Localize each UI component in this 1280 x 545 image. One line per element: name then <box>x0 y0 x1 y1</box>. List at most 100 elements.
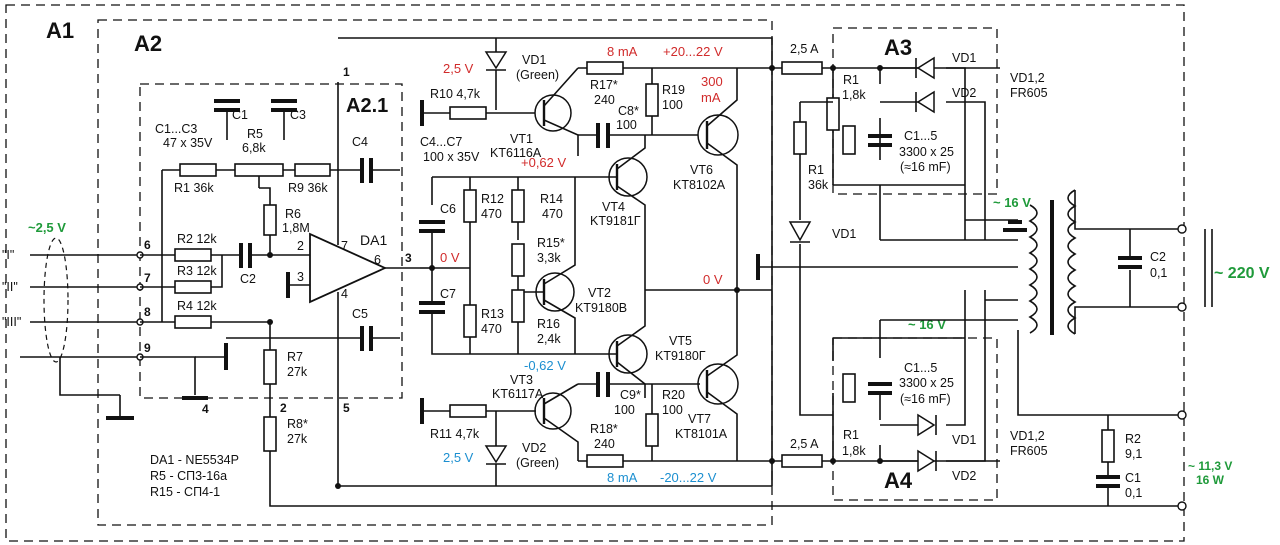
r9-label: R9 36k <box>288 181 328 195</box>
c2-label: C2 <box>240 272 256 286</box>
r11-label: R11 4,7k <box>430 427 480 441</box>
c3-label: C3 <box>290 108 306 122</box>
r8-value: 27k <box>287 432 308 446</box>
r19-label: R19 <box>662 83 685 97</box>
pin-8-label: 8 <box>144 305 151 319</box>
tc2-label: C2 <box>1150 250 1166 264</box>
vt6-transistor <box>697 114 739 156</box>
mid-vd1-label: VD1 <box>832 227 856 241</box>
v-220-label: ~ 220 V <box>1214 265 1270 282</box>
vt4-type: KT9181Г <box>590 214 641 228</box>
a3-c-value: 3300 x 25 <box>899 145 954 159</box>
pin-7-label: 7 <box>144 271 151 285</box>
c4c7-label: C4...C7 <box>420 135 462 149</box>
v-16-top: ~ 16 V <box>993 195 1031 210</box>
vt5-type: KT9180Г <box>655 349 706 363</box>
c1c3-value: 47 x 35V <box>163 136 213 150</box>
pin-2-label: 2 <box>280 401 287 415</box>
r17-value: 240 <box>594 93 615 107</box>
led-top-voltage: 2,5 V <box>443 61 474 76</box>
a3-c-total: (≈16 mF) <box>900 160 951 174</box>
input-ch1-label: "I" <box>2 248 14 262</box>
tr2-value: 9,1 <box>1125 447 1142 461</box>
r12-value: 470 <box>481 207 502 221</box>
r18-label: R18* <box>590 422 618 436</box>
v-0in: 0 V <box>440 250 460 265</box>
vt6-label: VT6 <box>690 163 713 177</box>
vt6-type: KT8102A <box>673 178 726 192</box>
block-a21-border <box>139 83 403 399</box>
vt4-label: VT4 <box>602 200 625 214</box>
r7-value: 27k <box>287 365 308 379</box>
r13-label: R13 <box>481 307 504 321</box>
r1-label: R1 36k <box>174 181 214 195</box>
input-shield-loop <box>43 237 69 363</box>
preamp-section: C1 C3 C1...C3 47 x 35V R5 6,8k R1 36k R9… <box>140 65 1182 507</box>
block-a2-border <box>97 19 773 526</box>
vt3-type: KT6117A <box>492 387 544 401</box>
fuse-top-label: 2,5 A <box>790 42 819 56</box>
a3-diodes-label: VD1,2 <box>1010 71 1045 85</box>
c8-label: C8* <box>618 104 639 118</box>
pin-5-label: 5 <box>343 401 350 415</box>
a3-r1-value: 1,8k <box>842 88 866 102</box>
r6-value: 1,8M <box>282 221 310 235</box>
c4-label: C4 <box>352 135 368 149</box>
pin-4-label: 4 <box>202 402 209 416</box>
op-amp-da1 <box>309 232 388 304</box>
c1-label: C1 <box>232 108 248 122</box>
r8-label: R8* <box>287 417 308 431</box>
vt7-label: VT7 <box>688 412 711 426</box>
r10-label: R10 4,7k <box>430 87 481 101</box>
c1c3-label: C1...C3 <box>155 122 197 136</box>
c8-value: 100 <box>616 118 637 132</box>
vd1-color: (Green) <box>516 68 559 82</box>
v-aux-label: ~ 11,3 V <box>1188 459 1232 473</box>
da1-pin3: 3 <box>297 270 304 284</box>
vt1-type: KT6116A <box>490 146 542 160</box>
r2-label: R2 12k <box>177 232 217 246</box>
r15-value: 3,3k <box>537 251 561 265</box>
r5-label: R5 <box>247 127 263 141</box>
mid-r1-label: R1 <box>808 163 824 177</box>
p-aux-label: 16 W <box>1196 473 1225 487</box>
r14-label: R14 <box>540 192 563 206</box>
r20-label: R20 <box>662 388 685 402</box>
block-a1-border <box>5 4 1185 542</box>
v-pos062: +0,62 V <box>521 155 567 170</box>
a4-vd1-label: VD1 <box>952 433 976 447</box>
block-a3-label: A3 <box>884 35 912 60</box>
c4c7-value: 100 x 35V <box>423 150 480 164</box>
vt1-label: VT1 <box>510 132 533 146</box>
i-bot-label: 8 mA <box>607 470 638 485</box>
r12-label: R12 <box>481 192 504 206</box>
c5-label: C5 <box>352 307 368 321</box>
a4-r1-value: 1,8k <box>842 444 866 458</box>
a3-vd2-label: VD2 <box>952 86 976 100</box>
i-top-label: 8 mA <box>607 44 638 59</box>
note-da1: DA1 - NE5534P <box>150 453 239 467</box>
led-bot-voltage: 2,5 V <box>443 450 474 465</box>
block-a2-label: A2 <box>134 31 162 56</box>
r19-value: 100 <box>662 98 683 112</box>
input-ch2-label: "II" <box>2 280 18 294</box>
vd2-color: (Green) <box>516 456 559 470</box>
r13-value: 470 <box>481 322 502 336</box>
vt5-label: VT5 <box>669 334 692 348</box>
vt7-transistor <box>697 363 739 405</box>
psu-middle: R1 36k VD1 <box>788 101 856 416</box>
pin-6-label: 6 <box>144 238 151 252</box>
iq-unit: mA <box>701 90 721 105</box>
iq-value: 300 <box>701 74 723 89</box>
fuse-bot-label: 2,5 A <box>790 437 819 451</box>
r4-label: R4 12k <box>177 299 217 313</box>
r16-label: R16 <box>537 317 560 331</box>
rail-neg-voltage: -20...22 V <box>660 470 717 485</box>
da1-pin6: 6 <box>374 253 381 267</box>
r7-label: R7 <box>287 350 303 364</box>
r15-label: R15* <box>537 236 565 250</box>
output-stage: 2,5 A 2,5 A +20...22 V -20...22 V 2,5 V … <box>338 37 1018 487</box>
c9-label: C9* <box>620 388 641 402</box>
a4-c-label: C1...5 <box>904 361 937 375</box>
v-0out: 0 V <box>703 272 723 287</box>
